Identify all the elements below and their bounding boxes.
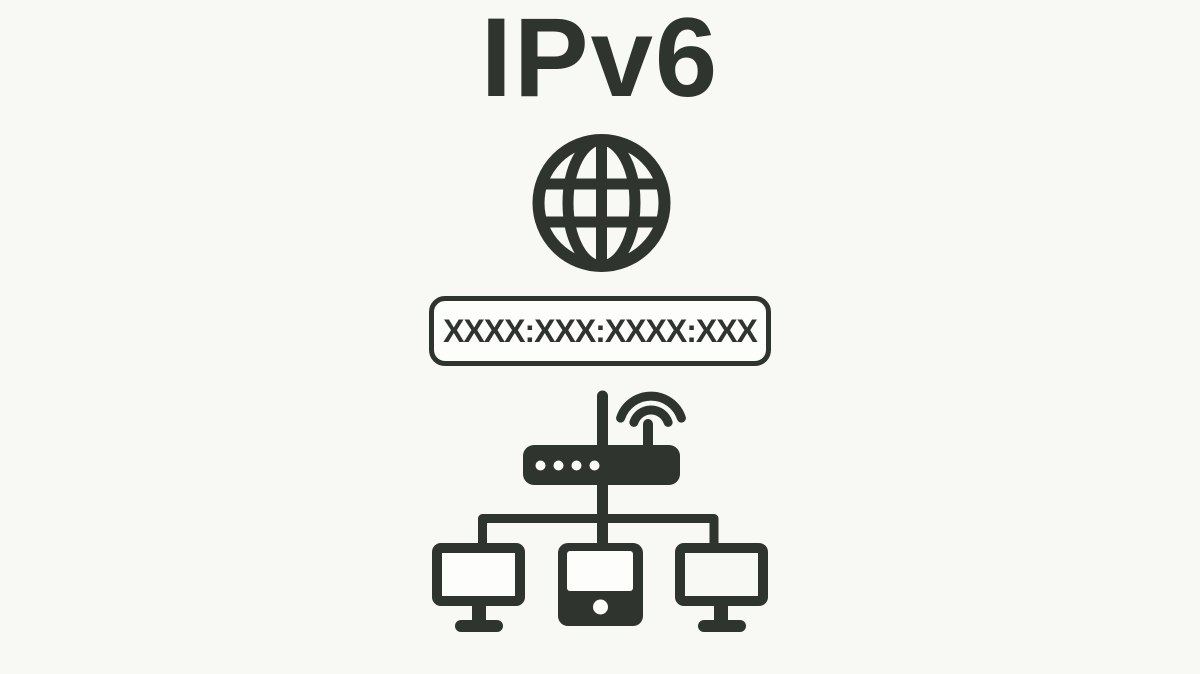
wifi-signal-icon <box>616 391 686 455</box>
monitor-right-icon <box>675 543 768 632</box>
ipv6-address-box: XXXX:XXX:XXXX:XXX <box>429 296 771 366</box>
ipv6-address-text: XXXX:XXX:XXXX:XXX <box>443 312 758 349</box>
wifi-router-icon <box>523 391 686 485</box>
page-title: IPv6 <box>480 0 720 120</box>
globe-icon <box>532 134 671 272</box>
monitor-left-icon <box>432 543 525 632</box>
desktop-device-icon <box>558 543 643 626</box>
router-led-lights <box>535 460 600 471</box>
